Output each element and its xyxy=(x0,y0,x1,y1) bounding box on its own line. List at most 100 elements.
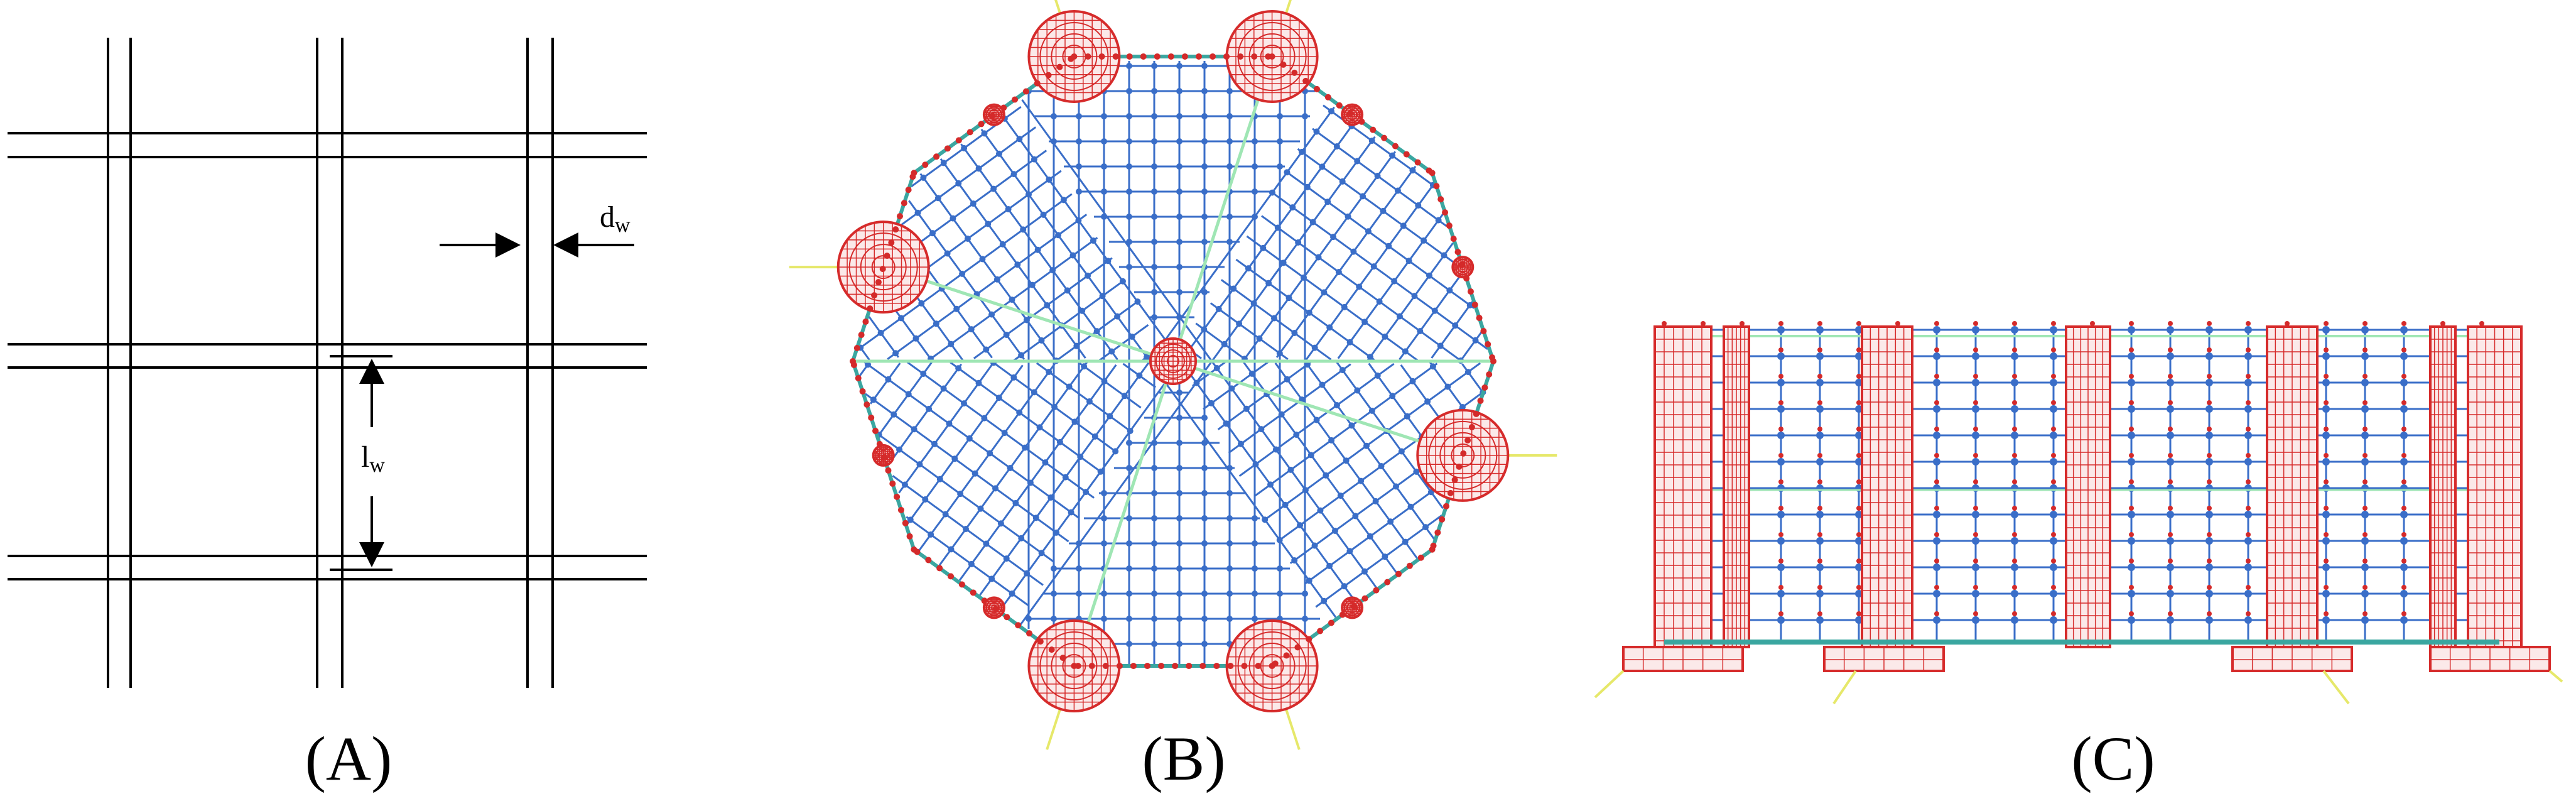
mesh-node xyxy=(1105,258,1112,264)
elevation-node-red xyxy=(2246,479,2251,484)
mesh-node xyxy=(1313,128,1320,135)
mesh-node xyxy=(1201,515,1208,521)
elevation-node xyxy=(2167,326,2174,334)
mesh-node xyxy=(1376,298,1383,305)
mesh-line xyxy=(1336,361,1444,509)
elevation-node xyxy=(2050,326,2057,334)
elevation-node xyxy=(1933,432,1940,439)
mesh-node xyxy=(1032,515,1039,521)
elevation-node xyxy=(2361,590,2369,597)
elevation-node-red xyxy=(2324,585,2329,590)
mesh-node xyxy=(1046,176,1053,183)
mesh-node xyxy=(981,415,988,422)
elevation-node xyxy=(2244,616,2252,624)
elevation-node-red xyxy=(1934,479,1939,484)
elevation-node-red xyxy=(1856,400,1861,405)
mesh-node xyxy=(1301,274,1307,281)
elevation-node-red xyxy=(2012,611,2017,616)
elevation-node-red xyxy=(1856,321,1861,326)
elevation-node xyxy=(1816,379,1824,386)
mesh-node xyxy=(1230,285,1237,292)
elevation-node-red xyxy=(1934,400,1939,405)
elevation-node xyxy=(2400,432,2408,439)
elevation-node xyxy=(1933,458,1940,466)
boundary-node xyxy=(1251,53,1258,60)
mesh-node xyxy=(1024,570,1031,577)
mesh-node xyxy=(983,346,990,353)
boundary-node xyxy=(1130,663,1137,670)
boundary-node xyxy=(1437,196,1444,203)
elevation-node-red xyxy=(1856,506,1861,511)
elevation-node-red xyxy=(1817,400,1822,405)
elevation-node-red xyxy=(2129,558,2134,564)
lw-sub: w xyxy=(369,454,385,477)
elevation-node-red xyxy=(1856,558,1861,564)
elevation-node xyxy=(1777,326,1785,334)
elevation-node-red xyxy=(1973,506,1978,511)
boundary-node xyxy=(955,137,962,144)
mesh-node xyxy=(1370,263,1377,270)
mesh-line xyxy=(1459,331,1483,361)
elevation-node xyxy=(2361,405,2369,413)
boundary-node xyxy=(1450,236,1457,242)
mesh-node xyxy=(1252,163,1258,170)
boundary-node xyxy=(1384,579,1391,585)
mesh-line xyxy=(906,516,1029,606)
mesh-line xyxy=(938,361,1088,567)
boundary-node xyxy=(850,358,856,364)
boundary-node xyxy=(863,401,870,408)
mesh-node xyxy=(1114,313,1121,320)
mesh-node xyxy=(1044,302,1051,308)
mesh-node xyxy=(988,575,995,582)
boundary-node xyxy=(1464,437,1471,444)
elevation-node-red xyxy=(1934,453,1939,458)
elevation-node xyxy=(1777,458,1785,466)
elevation-node xyxy=(1777,352,1785,360)
elevation-node xyxy=(2011,590,2018,597)
mesh-node xyxy=(1016,409,1023,416)
mesh-node xyxy=(1176,540,1182,547)
mesh-node xyxy=(1417,328,1424,335)
elevation-node-red xyxy=(1934,611,1939,616)
boundary-node xyxy=(1181,53,1188,60)
elevation-node xyxy=(2128,405,2135,413)
mesh-node xyxy=(1134,298,1141,305)
mesh-node xyxy=(1012,499,1019,506)
boundary-node xyxy=(1283,652,1290,659)
mesh-line xyxy=(1210,302,1289,361)
support-ray xyxy=(1832,670,1857,705)
boundary-node xyxy=(1443,503,1450,509)
elevation-node-red xyxy=(2246,585,2251,590)
elevation-node xyxy=(2050,379,2057,386)
boundary-node xyxy=(1056,63,1063,70)
elevation-node xyxy=(2205,458,2213,466)
mesh-node xyxy=(1391,278,1398,285)
mesh-line xyxy=(1305,184,1434,361)
boundary-node xyxy=(1433,183,1440,190)
mesh-node xyxy=(1208,400,1215,406)
boundary-node xyxy=(944,145,951,152)
boundary-node xyxy=(1486,371,1493,378)
mesh-node xyxy=(1101,113,1107,119)
boundary-node xyxy=(1012,96,1019,103)
elevation-node-red xyxy=(2207,347,2212,352)
mesh-node xyxy=(963,526,970,533)
mesh-node xyxy=(1285,295,1292,302)
boundary-node xyxy=(1048,646,1055,653)
boundary-node xyxy=(1451,476,1458,483)
elevation-node-red xyxy=(1895,321,1900,326)
elevation-node-red xyxy=(1856,479,1861,484)
dw-annotation: dw xyxy=(600,200,630,237)
elevation-node-red xyxy=(2012,347,2017,352)
mesh-node xyxy=(1298,148,1305,155)
boundary-node xyxy=(1347,110,1354,117)
elevation-node xyxy=(1933,352,1940,360)
mesh-node xyxy=(1302,591,1308,597)
mesh-node xyxy=(1001,430,1008,437)
elevation-node xyxy=(2361,379,2369,386)
mesh-node xyxy=(1260,244,1267,251)
elevation-node-red xyxy=(2362,374,2368,379)
mesh-node xyxy=(1352,513,1359,520)
boundary-node xyxy=(1471,302,1478,308)
elevation-node xyxy=(2244,537,2252,545)
